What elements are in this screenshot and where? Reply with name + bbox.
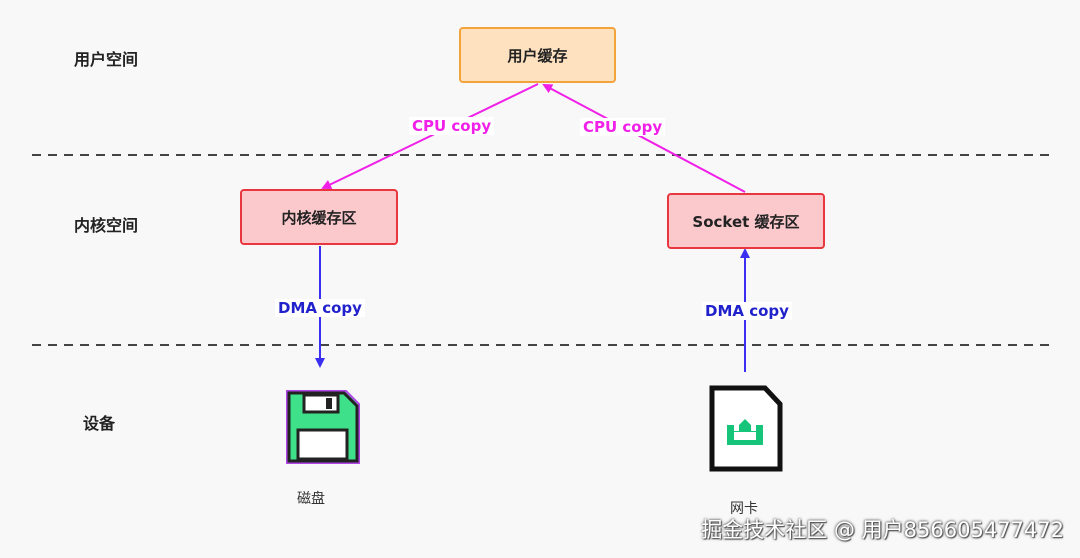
dma-copy-label-left: DMA copy (275, 299, 365, 317)
region-label-device: 设备 (83, 414, 116, 433)
cpu-copy-arrow-right (542, 84, 746, 193)
cpu-copy-label-right: CPU copy (580, 118, 666, 136)
socket-buffer-box: Socket 缓存区 (667, 193, 825, 249)
network-card-icon (709, 385, 783, 472)
user-buffer-box: 用户缓存 (459, 27, 616, 83)
cpu-copy-label-left: CPU copy (409, 117, 495, 135)
floppy-disk-icon (286, 390, 360, 464)
watermark: 掘金技术社区 @ 用户856605477472 (701, 518, 1064, 542)
disk-caption: 磁盘 (297, 491, 325, 507)
dma-copy-label-right: DMA copy (702, 302, 792, 320)
region-label-user-space: 用户空间 (74, 50, 139, 69)
cpu-copy-arrow-left (321, 83, 539, 190)
region-label-kernel-space: 内核空间 (74, 216, 139, 235)
kernel-buffer-box: 内核缓存区 (240, 189, 398, 245)
nic-caption: 网卡 (730, 501, 758, 517)
